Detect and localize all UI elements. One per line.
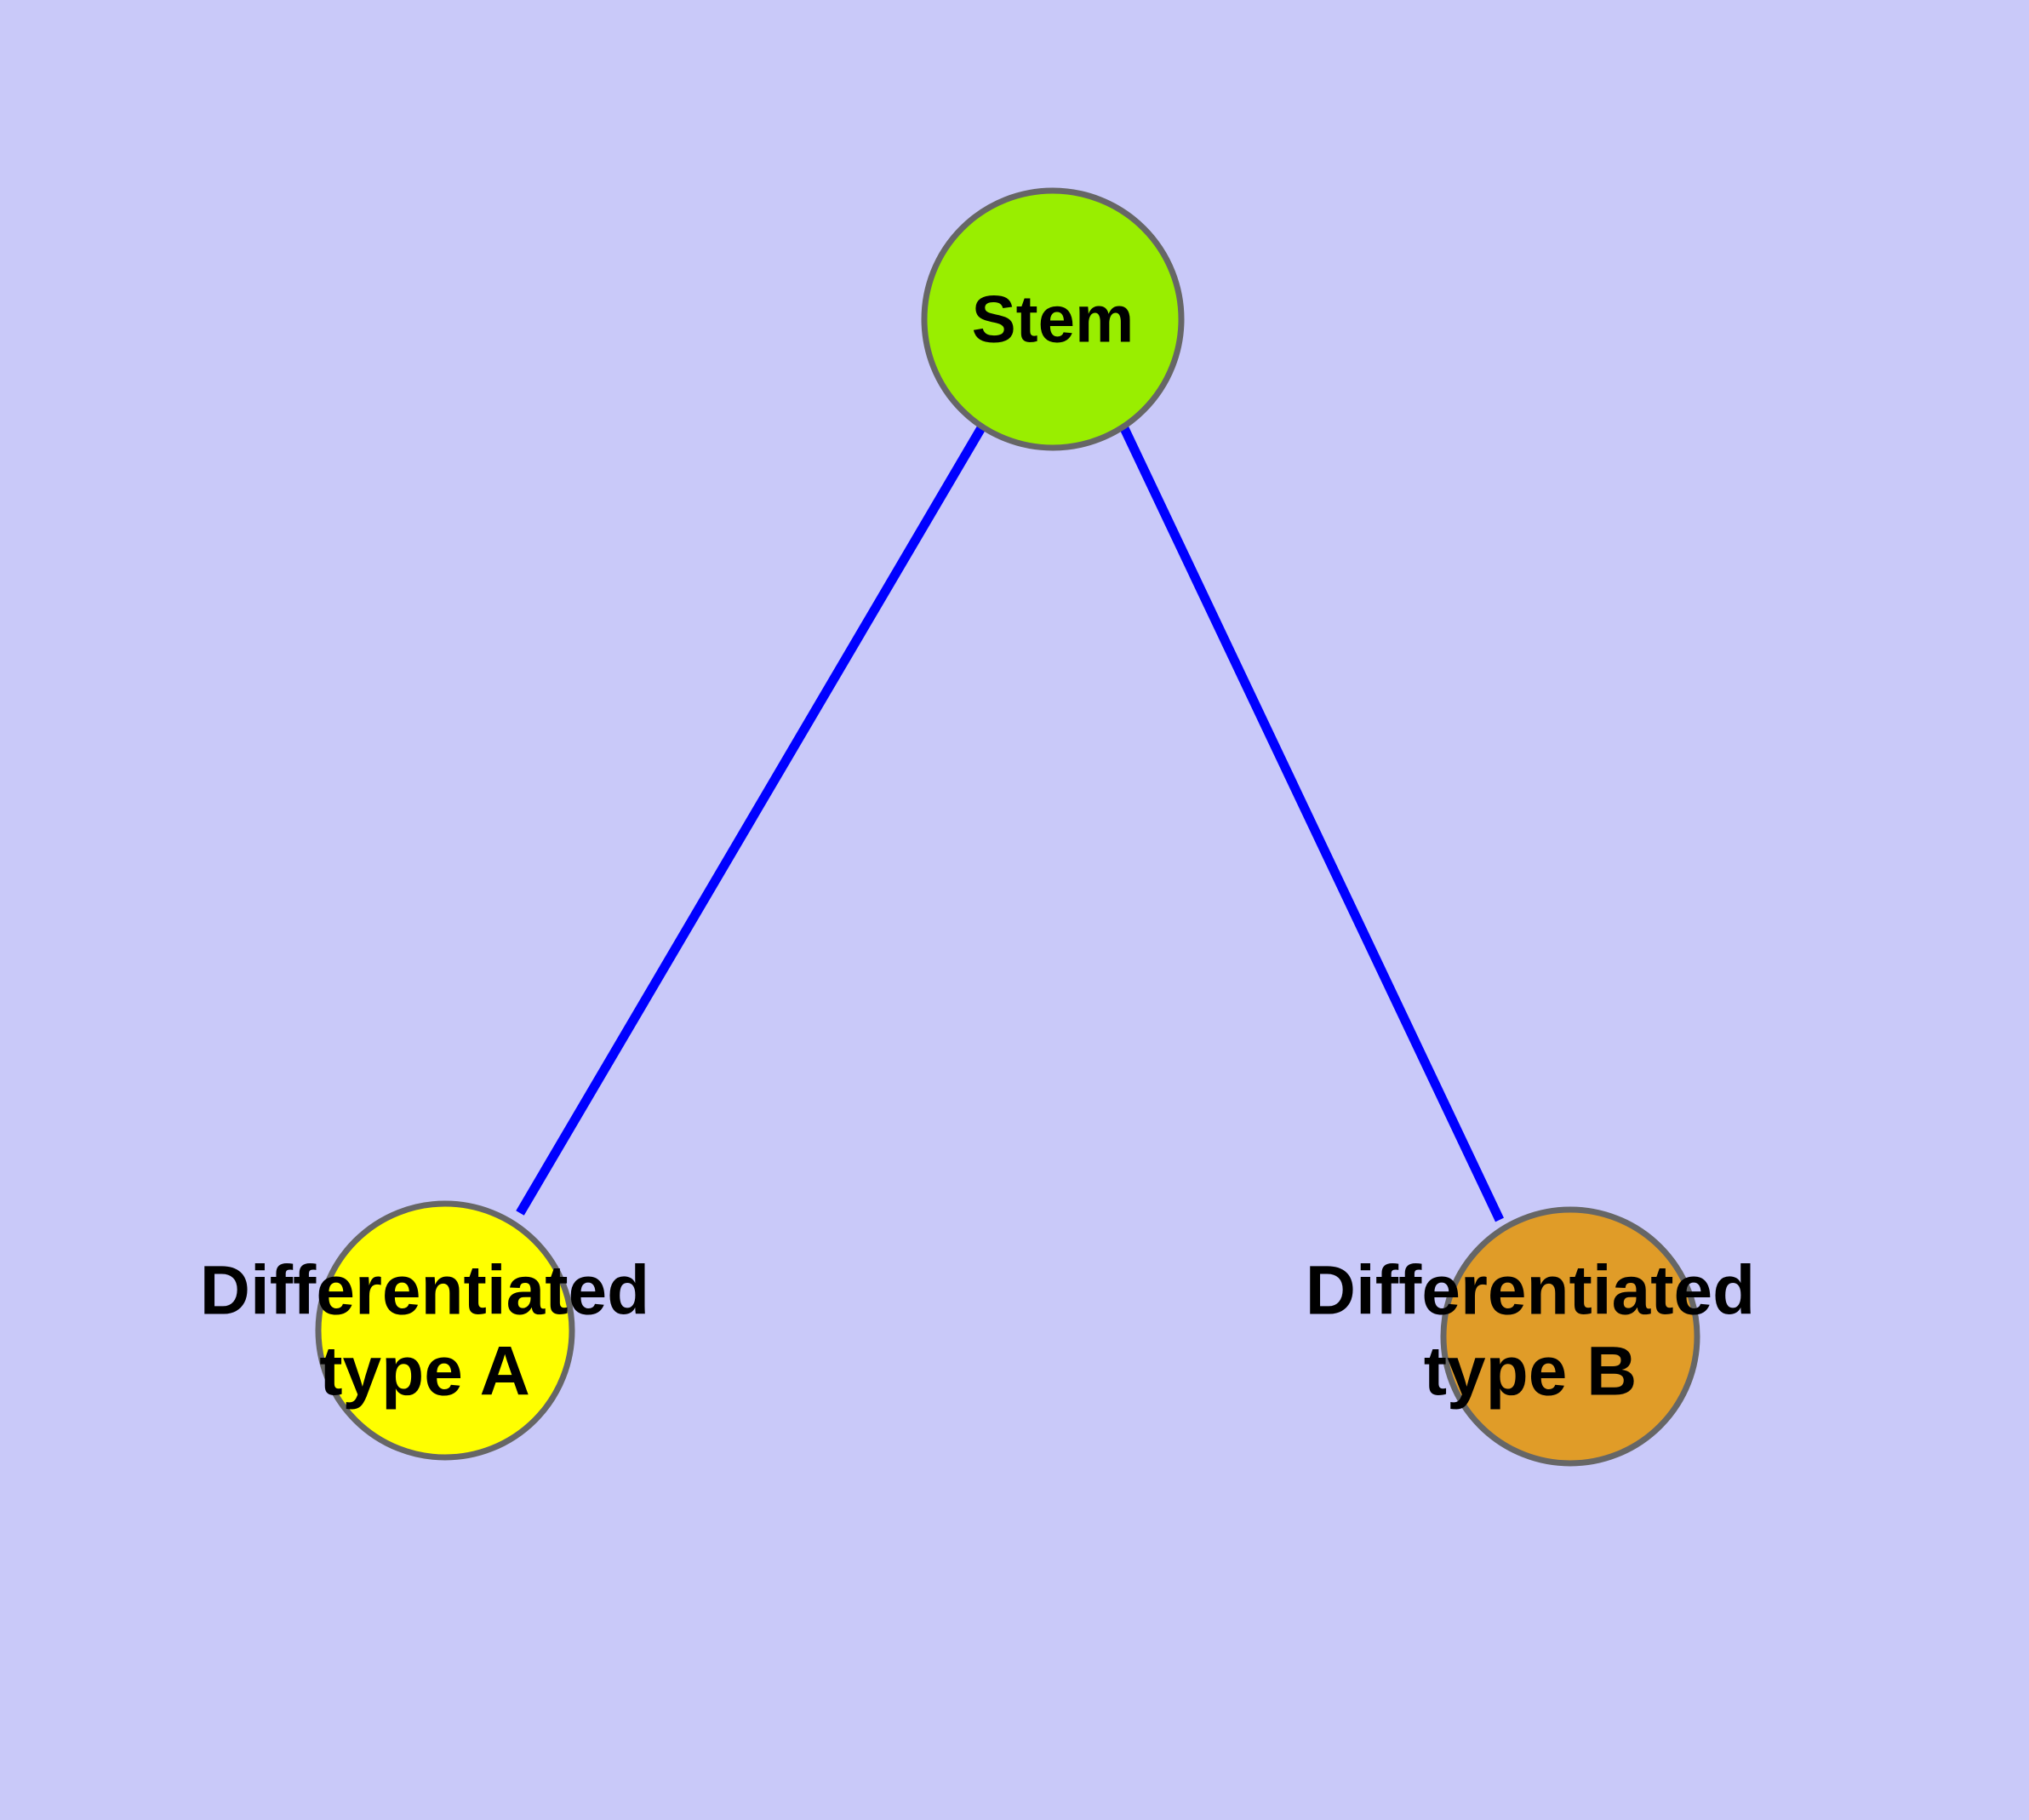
node-stem-circle[interactable]: [921, 187, 1185, 451]
node-stem-label: Stem: [972, 282, 1135, 357]
edge-layer: [516, 424, 1504, 1222]
edge-stem-to-differentiated-type-a: [516, 424, 986, 1216]
node-stem[interactable]: Stem: [921, 187, 1185, 451]
node-differentiated-type-b-circle[interactable]: [1440, 1206, 1700, 1467]
node-differentiated-type-a-circle[interactable]: [315, 1200, 575, 1461]
edge-stem-to-differentiated-type-b: [1119, 424, 1504, 1222]
